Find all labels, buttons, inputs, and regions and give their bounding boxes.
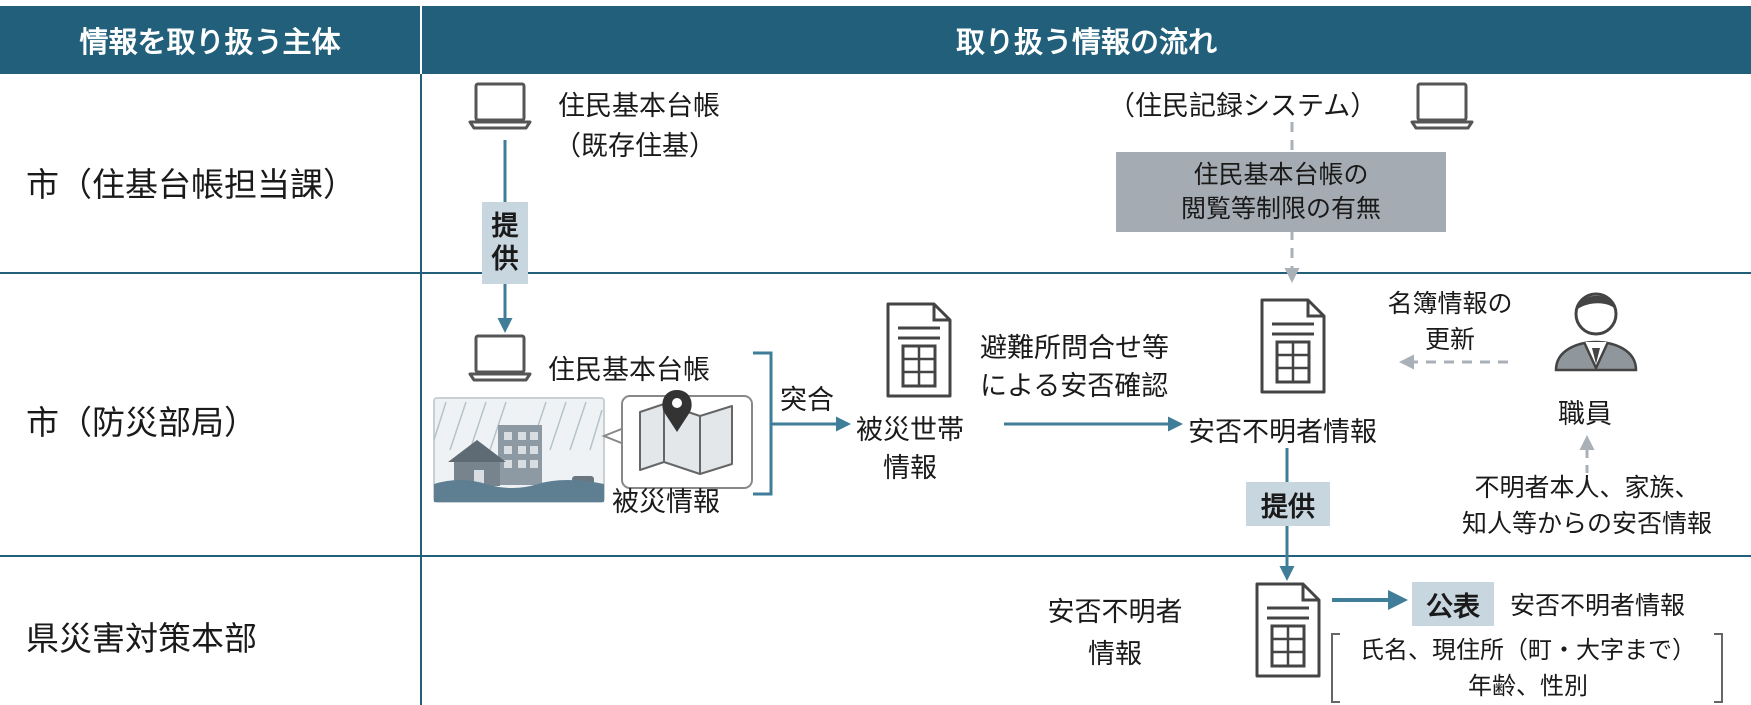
- publish-items: 氏名、現住所（町・大字まで） 年齢、性別: [1342, 632, 1714, 704]
- publish-items-bracket-left: [1331, 633, 1340, 703]
- publish-tag: 公表: [1412, 582, 1494, 626]
- pref-unknown-info-line: 安否不明者: [1047, 597, 1183, 628]
- household-info-line: 被災世帯: [856, 415, 964, 446]
- provide-tag: 提供: [1246, 482, 1330, 526]
- match-label: 突合: [780, 385, 834, 416]
- document-icon: [886, 302, 952, 398]
- header-flow: 取り扱う情報の流れ: [422, 6, 1751, 74]
- publish-item: 年齢、性別: [1468, 672, 1588, 700]
- info-sources-line: 不明者本人、家族、: [1474, 473, 1700, 502]
- pref-unknown-info-label: 安否不明者 情報: [1040, 592, 1190, 676]
- column-divider: [420, 74, 422, 705]
- flood-disaster-image: [433, 397, 605, 503]
- existing-registry-label: 住民基本台帳: [558, 91, 720, 122]
- existing-registry-sublabel: （既存住基）: [554, 131, 716, 162]
- publish-title: 安否不明者情報: [1510, 591, 1686, 620]
- registry-label: 住民基本台帳: [548, 355, 710, 386]
- publish-items-bracket-right: [1714, 633, 1723, 703]
- provide-tag-char: 提: [491, 211, 519, 242]
- damage-info-label: 被災情報: [612, 487, 720, 518]
- staff-label: 職員: [1558, 399, 1612, 430]
- restriction-note: 住民基本台帳の 閲覧等制限の有無: [1116, 152, 1446, 232]
- inquiry-line: 避難所問合せ等: [980, 333, 1169, 364]
- list-update-label: 名簿情報の 更新: [1380, 286, 1520, 358]
- list-update-line: 更新: [1424, 325, 1475, 354]
- pref-unknown-info-line: 情報: [1088, 639, 1142, 670]
- document-icon: [1255, 582, 1321, 678]
- staff-person-icon: [1554, 292, 1638, 372]
- provide-tag: 提 供: [482, 202, 528, 284]
- map-icon: [601, 390, 753, 489]
- household-info-label: 被災世帯 情報: [848, 412, 972, 488]
- row-divider: [0, 555, 1751, 557]
- inquiry-label: 避難所問合せ等 による安否確認: [980, 330, 1169, 406]
- header-subject: 情報を取り扱う主体: [0, 6, 420, 74]
- match-bracket: [753, 351, 773, 496]
- laptop-icon: [468, 82, 532, 130]
- row-label-registry-section: 市（住基台帳担当課）: [26, 165, 356, 204]
- laptop-icon: [1410, 82, 1474, 130]
- inquiry-line: による安否確認: [980, 371, 1169, 402]
- unknown-info-label: 安否不明者情報: [1188, 417, 1377, 448]
- publish-item: 氏名、現住所（町・大字まで）: [1360, 636, 1696, 664]
- info-sources-line: 知人等からの安否情報: [1461, 509, 1712, 538]
- resident-system-label: （住民記録システム）: [1108, 91, 1378, 122]
- row-label-prefecture-hq: 県災害対策本部: [26, 619, 257, 658]
- restriction-note-line: 閲覧等制限の有無: [1180, 194, 1381, 223]
- document-icon: [1260, 298, 1326, 394]
- restriction-note-line: 住民基本台帳の: [1193, 160, 1369, 189]
- household-info-line: 情報: [883, 453, 937, 484]
- info-sources-label: 不明者本人、家族、 知人等からの安否情報: [1428, 470, 1746, 542]
- row-divider: [0, 272, 1751, 274]
- list-update-line: 名簿情報の: [1387, 289, 1513, 318]
- provide-tag-char: 供: [491, 244, 519, 275]
- row-label-disaster-dept: 市（防災部局）: [26, 403, 257, 442]
- laptop-icon: [468, 334, 532, 382]
